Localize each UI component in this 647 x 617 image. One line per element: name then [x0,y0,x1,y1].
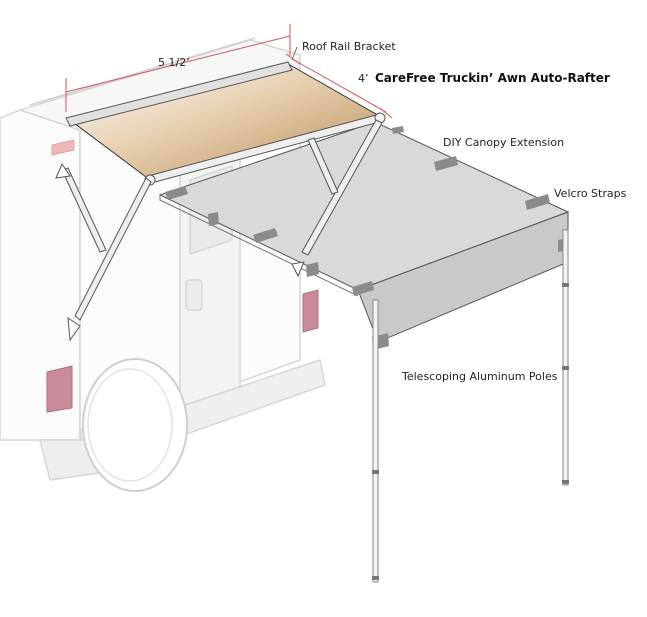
spare-tire [82,358,188,492]
awning [65,61,386,186]
taillights [46,139,319,413]
width-dimension-label: 5 1/2’ [158,56,190,69]
rafter-arms [61,119,383,321]
telescoping-poles [372,229,569,583]
product-name-label: CareFree Truckin’ Awn Auto-Rafter [375,71,610,85]
leader-lines [291,46,298,61]
dimension-lines [65,24,393,119]
arm-arrows [55,162,305,342]
canopy-extension-label: DIY Canopy Extension [443,136,565,149]
telescoping-poles-label: Telescoping Aluminum Poles [402,370,558,383]
velcro-straps-label: Velcro Straps [554,187,627,200]
roof-rail-bracket-label: Roof Rail Bracket [302,40,396,53]
depth-dimension-label: 4’ [358,72,369,85]
